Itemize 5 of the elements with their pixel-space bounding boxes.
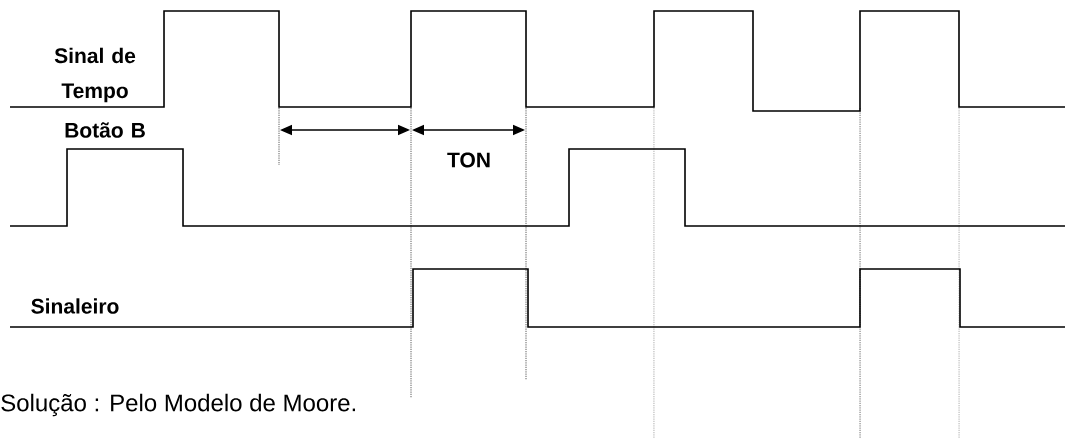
caption: Solução : Pelo Modelo de Moore. [1, 393, 355, 417]
signal-label: Sinaleiro [31, 298, 119, 314]
signal-label: Botão B [65, 122, 145, 138]
signal-label: TON [447, 152, 490, 168]
signal-label: Sinal de Tempo [54, 47, 136, 103]
